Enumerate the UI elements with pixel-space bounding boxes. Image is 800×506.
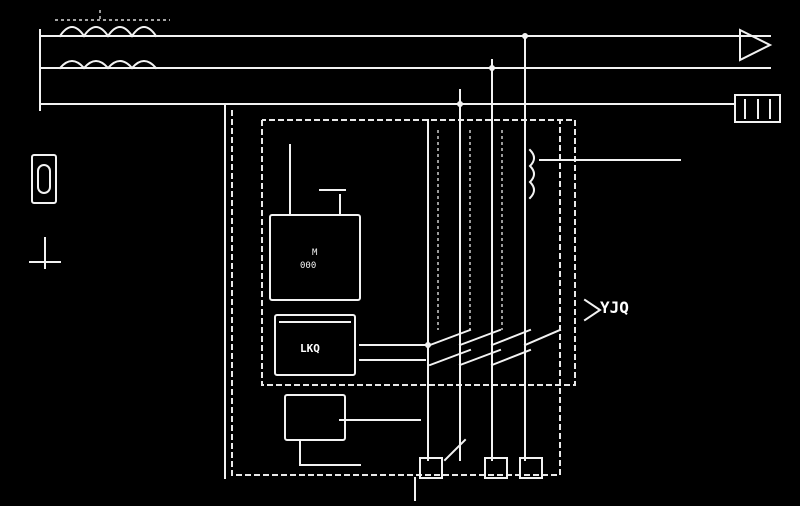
terminal-block — [734, 28, 781, 123]
coil-symbol — [528, 148, 681, 200]
lower-box — [284, 394, 421, 466]
transformer-coils — [55, 10, 170, 70]
vertical-feeders — [427, 35, 526, 461]
bottom-relays — [414, 438, 543, 501]
junctions — [425, 33, 528, 348]
label-unit: LKQ — [300, 342, 320, 355]
contactor-bank — [359, 328, 562, 367]
supply-lines — [39, 29, 771, 111]
label-mid: M — [312, 248, 318, 258]
label-right: YJQ — [600, 298, 629, 317]
module-box — [274, 314, 356, 376]
upper-box — [269, 144, 361, 301]
side-motor-symbol — [29, 154, 61, 269]
main-frame — [224, 104, 576, 479]
arrow-symbol — [583, 298, 602, 322]
label-box: 000 — [300, 261, 316, 271]
